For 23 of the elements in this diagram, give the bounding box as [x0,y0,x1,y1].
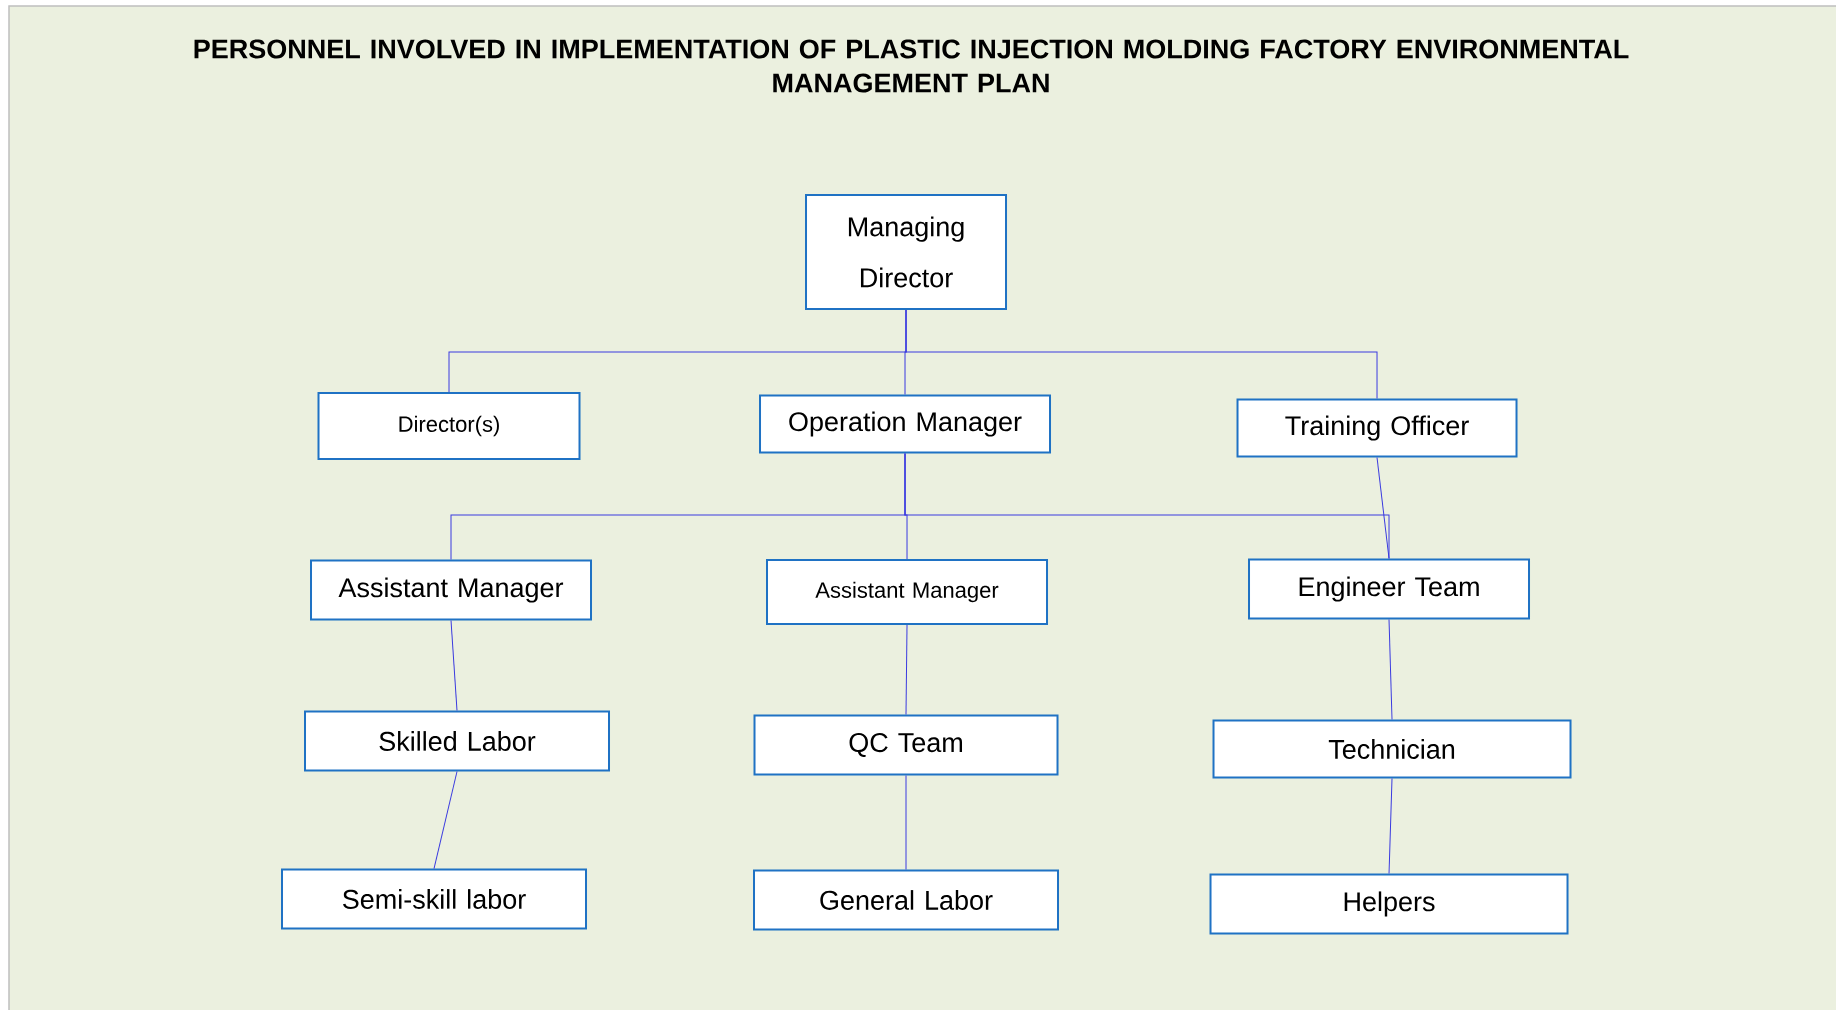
connector-line [450,620,458,711]
org-box: Skilled Labor [304,710,610,772]
org-box: Assistant Manager [766,559,1048,625]
connector-line [904,453,1390,559]
connector-line [905,775,907,870]
org-box: General Labor [753,869,1059,931]
connector-line [905,309,1378,399]
org-box: Training Officer [1236,398,1518,458]
org-box: Technician [1212,719,1572,779]
org-box: Semi-skill labor [281,868,587,930]
org-box: Operation Manager [759,394,1051,454]
org-box: QC Team [753,714,1059,776]
org-box: Director(s) [317,392,581,460]
org-box: Managing Director [805,194,1007,310]
title: PERSONNEL INVOLVED IN IMPLEMENTATION OF PLASTIC INJECTION MOLDING FACTORY ENVIRONMENTAL MANAGEMENT PLAN [194,39,1629,93]
org-box: Helpers [1209,873,1569,935]
org-box: Assistant Manager [310,559,592,621]
connector-line [433,771,458,869]
org-box: Engineer Team [1248,558,1530,620]
connector-line [1376,457,1390,559]
connector-line [905,624,908,715]
connector-line [1388,778,1393,874]
connector-line [1388,619,1393,720]
